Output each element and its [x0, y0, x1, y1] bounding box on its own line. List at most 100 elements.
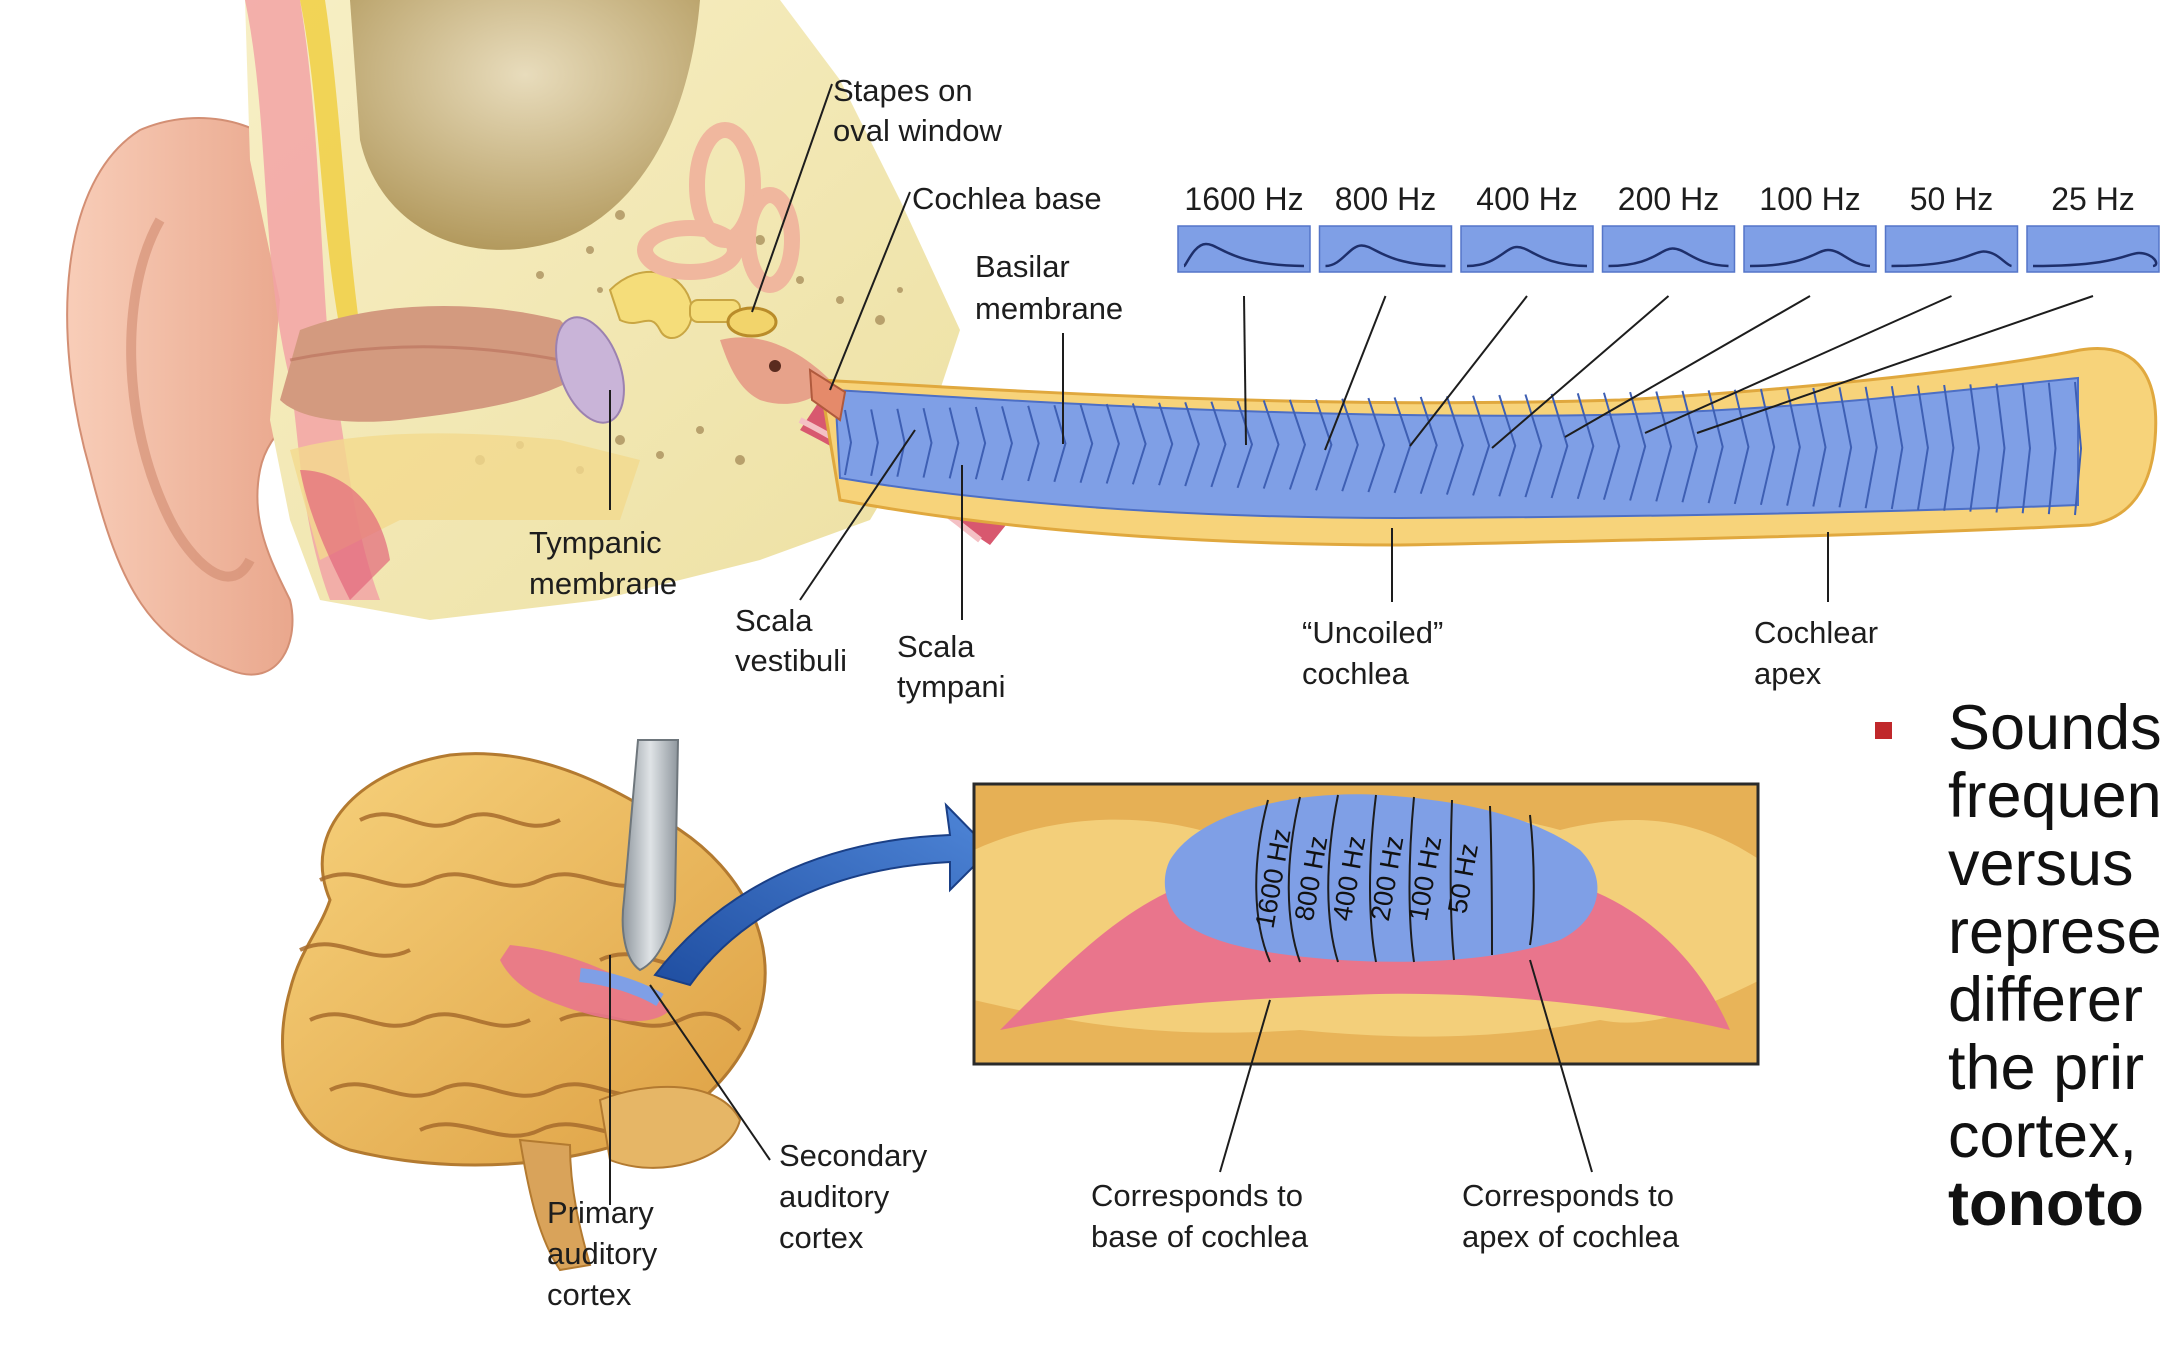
cochlea-ridge — [1786, 388, 1801, 506]
frequency-leader — [1491, 295, 1670, 449]
frequency-leader — [1324, 295, 1387, 451]
tuning-curve — [1891, 250, 2012, 268]
cochlea-ridge — [1838, 387, 1853, 508]
cochlea-ridge — [1655, 391, 1673, 502]
bullet-line: differer — [1948, 965, 2143, 1035]
frequency-label: 400 Hz — [1476, 181, 1577, 217]
cochlea-ridge — [870, 409, 879, 477]
bullet-line: Sounds — [1948, 694, 2162, 763]
frequency-leader — [1644, 295, 1952, 434]
cochlea-ridge — [1576, 393, 1595, 500]
frequency-label: 800 Hz — [1335, 181, 1436, 217]
cochlea-ridge — [1550, 393, 1569, 499]
cochlea-ridge — [1969, 384, 1980, 512]
cochlea-ridge — [2021, 383, 2031, 514]
leader-lines — [609, 83, 1829, 1205]
cochlea-ridge — [1419, 396, 1438, 495]
probe — [621, 739, 680, 972]
bullet-line: represe — [1948, 897, 2162, 967]
cochlea-ridge — [1079, 404, 1094, 483]
cochlea-ridge — [974, 406, 987, 480]
bullet-line: versus — [1948, 829, 2134, 899]
cochlea-ridge — [948, 407, 960, 479]
cochlea-ridge — [1105, 403, 1120, 484]
tuning-curve — [1325, 244, 1446, 268]
label-uncoiled-cochlea: “Uncoiled”cochlea — [1302, 615, 1443, 691]
frequency-leader — [1409, 295, 1528, 447]
cochlea-ridge — [2047, 382, 2057, 515]
brain-illustration — [281, 739, 767, 1272]
cochlea-ridge — [1131, 403, 1147, 485]
cochlea-ridge — [1053, 404, 1067, 483]
cochlea-ridge — [2074, 381, 2083, 516]
cochlea-ridge — [1733, 389, 1750, 505]
cochlea-ridges — [844, 381, 2083, 516]
cochlea-ridge — [1524, 394, 1543, 498]
cochlea-ridge — [1184, 401, 1200, 487]
cochlea-ridge — [1001, 406, 1013, 481]
frequency-label: 50 Hz — [1910, 181, 1994, 217]
cochlea-ridge — [1367, 397, 1386, 493]
frequency-label: 200 Hz — [1618, 181, 1719, 217]
frequency-tile — [2026, 225, 2160, 273]
cochlea-ridge — [1812, 387, 1827, 507]
tuning-curve — [1466, 245, 1588, 268]
tuning-curve — [1182, 242, 1305, 268]
ear-canal — [280, 306, 600, 422]
cochlea-ridge — [896, 408, 906, 477]
tympanic-membrane-shape — [555, 316, 625, 424]
tuning-curve — [1749, 248, 1871, 268]
frequency-label: 25 Hz — [2051, 181, 2135, 217]
stapes — [726, 306, 778, 338]
tuning-curve — [2032, 251, 2158, 268]
cochlea-ridge — [1943, 384, 1955, 511]
cochlea-ridge — [1027, 405, 1040, 482]
cochlea-ridge — [1498, 394, 1517, 497]
bullet-line: cortex, — [1948, 1101, 2138, 1171]
cochlea-ridge — [1445, 395, 1464, 495]
label-cochlea-base: Cochlea base — [912, 181, 1102, 216]
bullet-line: the prir — [1948, 1033, 2145, 1103]
tuning-curve — [1608, 247, 1729, 268]
bullet-text: Sounds frequen versus represe differer t… — [1948, 694, 2164, 1238]
inset-blue-region — [1164, 794, 1598, 962]
frequency-leader — [1243, 295, 1247, 446]
cochlea-ridge — [1707, 390, 1724, 504]
cochlea-ridge — [1681, 390, 1698, 503]
cochlea-ridge — [922, 407, 933, 478]
frequency-tile — [1884, 225, 2019, 273]
cochlea-ridge — [1262, 400, 1280, 489]
cochlea-ridge — [1315, 398, 1333, 491]
auditory-cortex-region — [500, 945, 670, 1022]
cochlea-ridge — [1236, 400, 1254, 489]
semicircular-canals — [637, 122, 800, 293]
frequency-leader — [1696, 295, 2094, 434]
cochlea-ridge — [1288, 399, 1307, 490]
uncoiled-cochlea — [808, 347, 2158, 547]
cochlea-ridge — [1210, 401, 1227, 488]
cochlea-ridge — [1629, 391, 1647, 501]
bullet-marker — [1875, 722, 1892, 739]
cochlea-ridge — [1890, 386, 1904, 510]
frequency-leader-lines — [1243, 295, 2094, 451]
cochlea-ridge — [1864, 386, 1878, 509]
cochlea-ridge — [1995, 383, 2006, 513]
cochlea-ridge — [1158, 402, 1174, 486]
frequency-label: 1600 Hz — [1184, 181, 1303, 217]
cochlea-ridge — [844, 409, 853, 476]
frequency-leader — [1564, 295, 1811, 438]
cochlea-ridge — [1472, 395, 1491, 496]
cochlea-ridge — [1916, 385, 1929, 511]
bullet-line: tonoto — [1948, 1169, 2144, 1238]
